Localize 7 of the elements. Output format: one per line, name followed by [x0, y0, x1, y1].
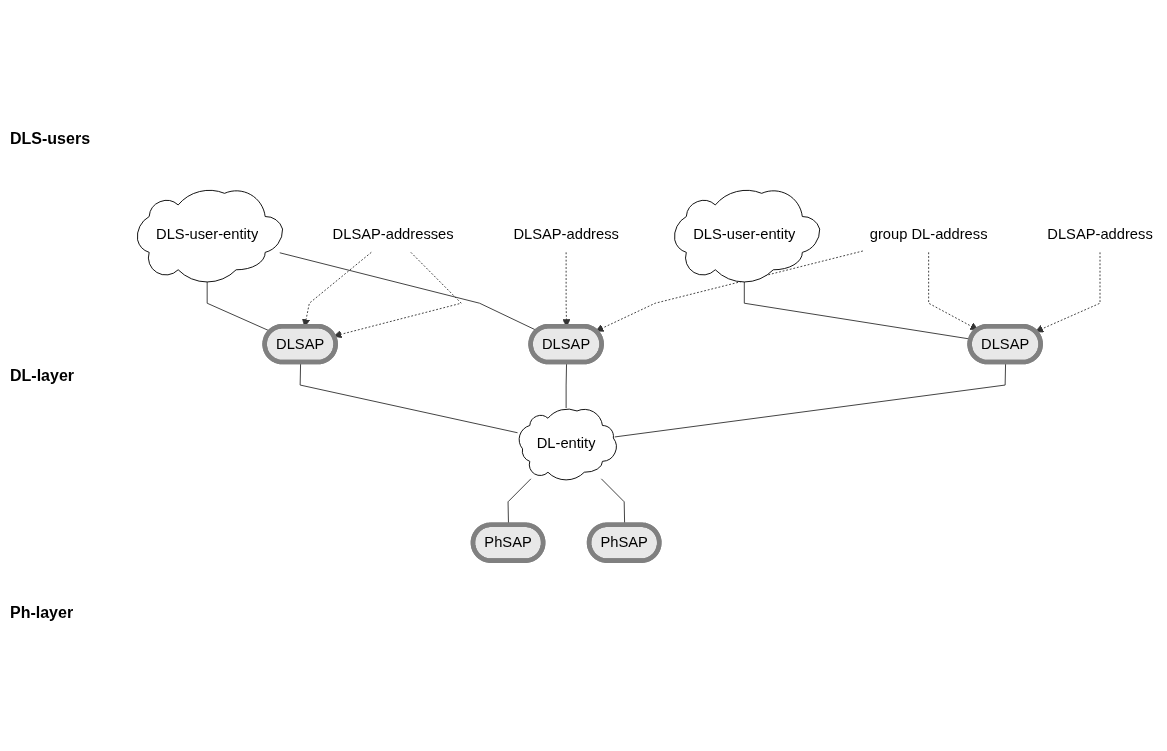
node-text: DLSAP-address	[1047, 226, 1153, 242]
node-text: group DL-address	[869, 226, 988, 242]
layer-label: DL-layer	[10, 366, 76, 385]
layer-label: DLS-users	[10, 129, 92, 148]
layer-label: Ph-layer	[10, 603, 75, 622]
node-text: DLSAP-addresses	[332, 226, 454, 242]
node-text: DLSAP-address	[513, 226, 619, 242]
